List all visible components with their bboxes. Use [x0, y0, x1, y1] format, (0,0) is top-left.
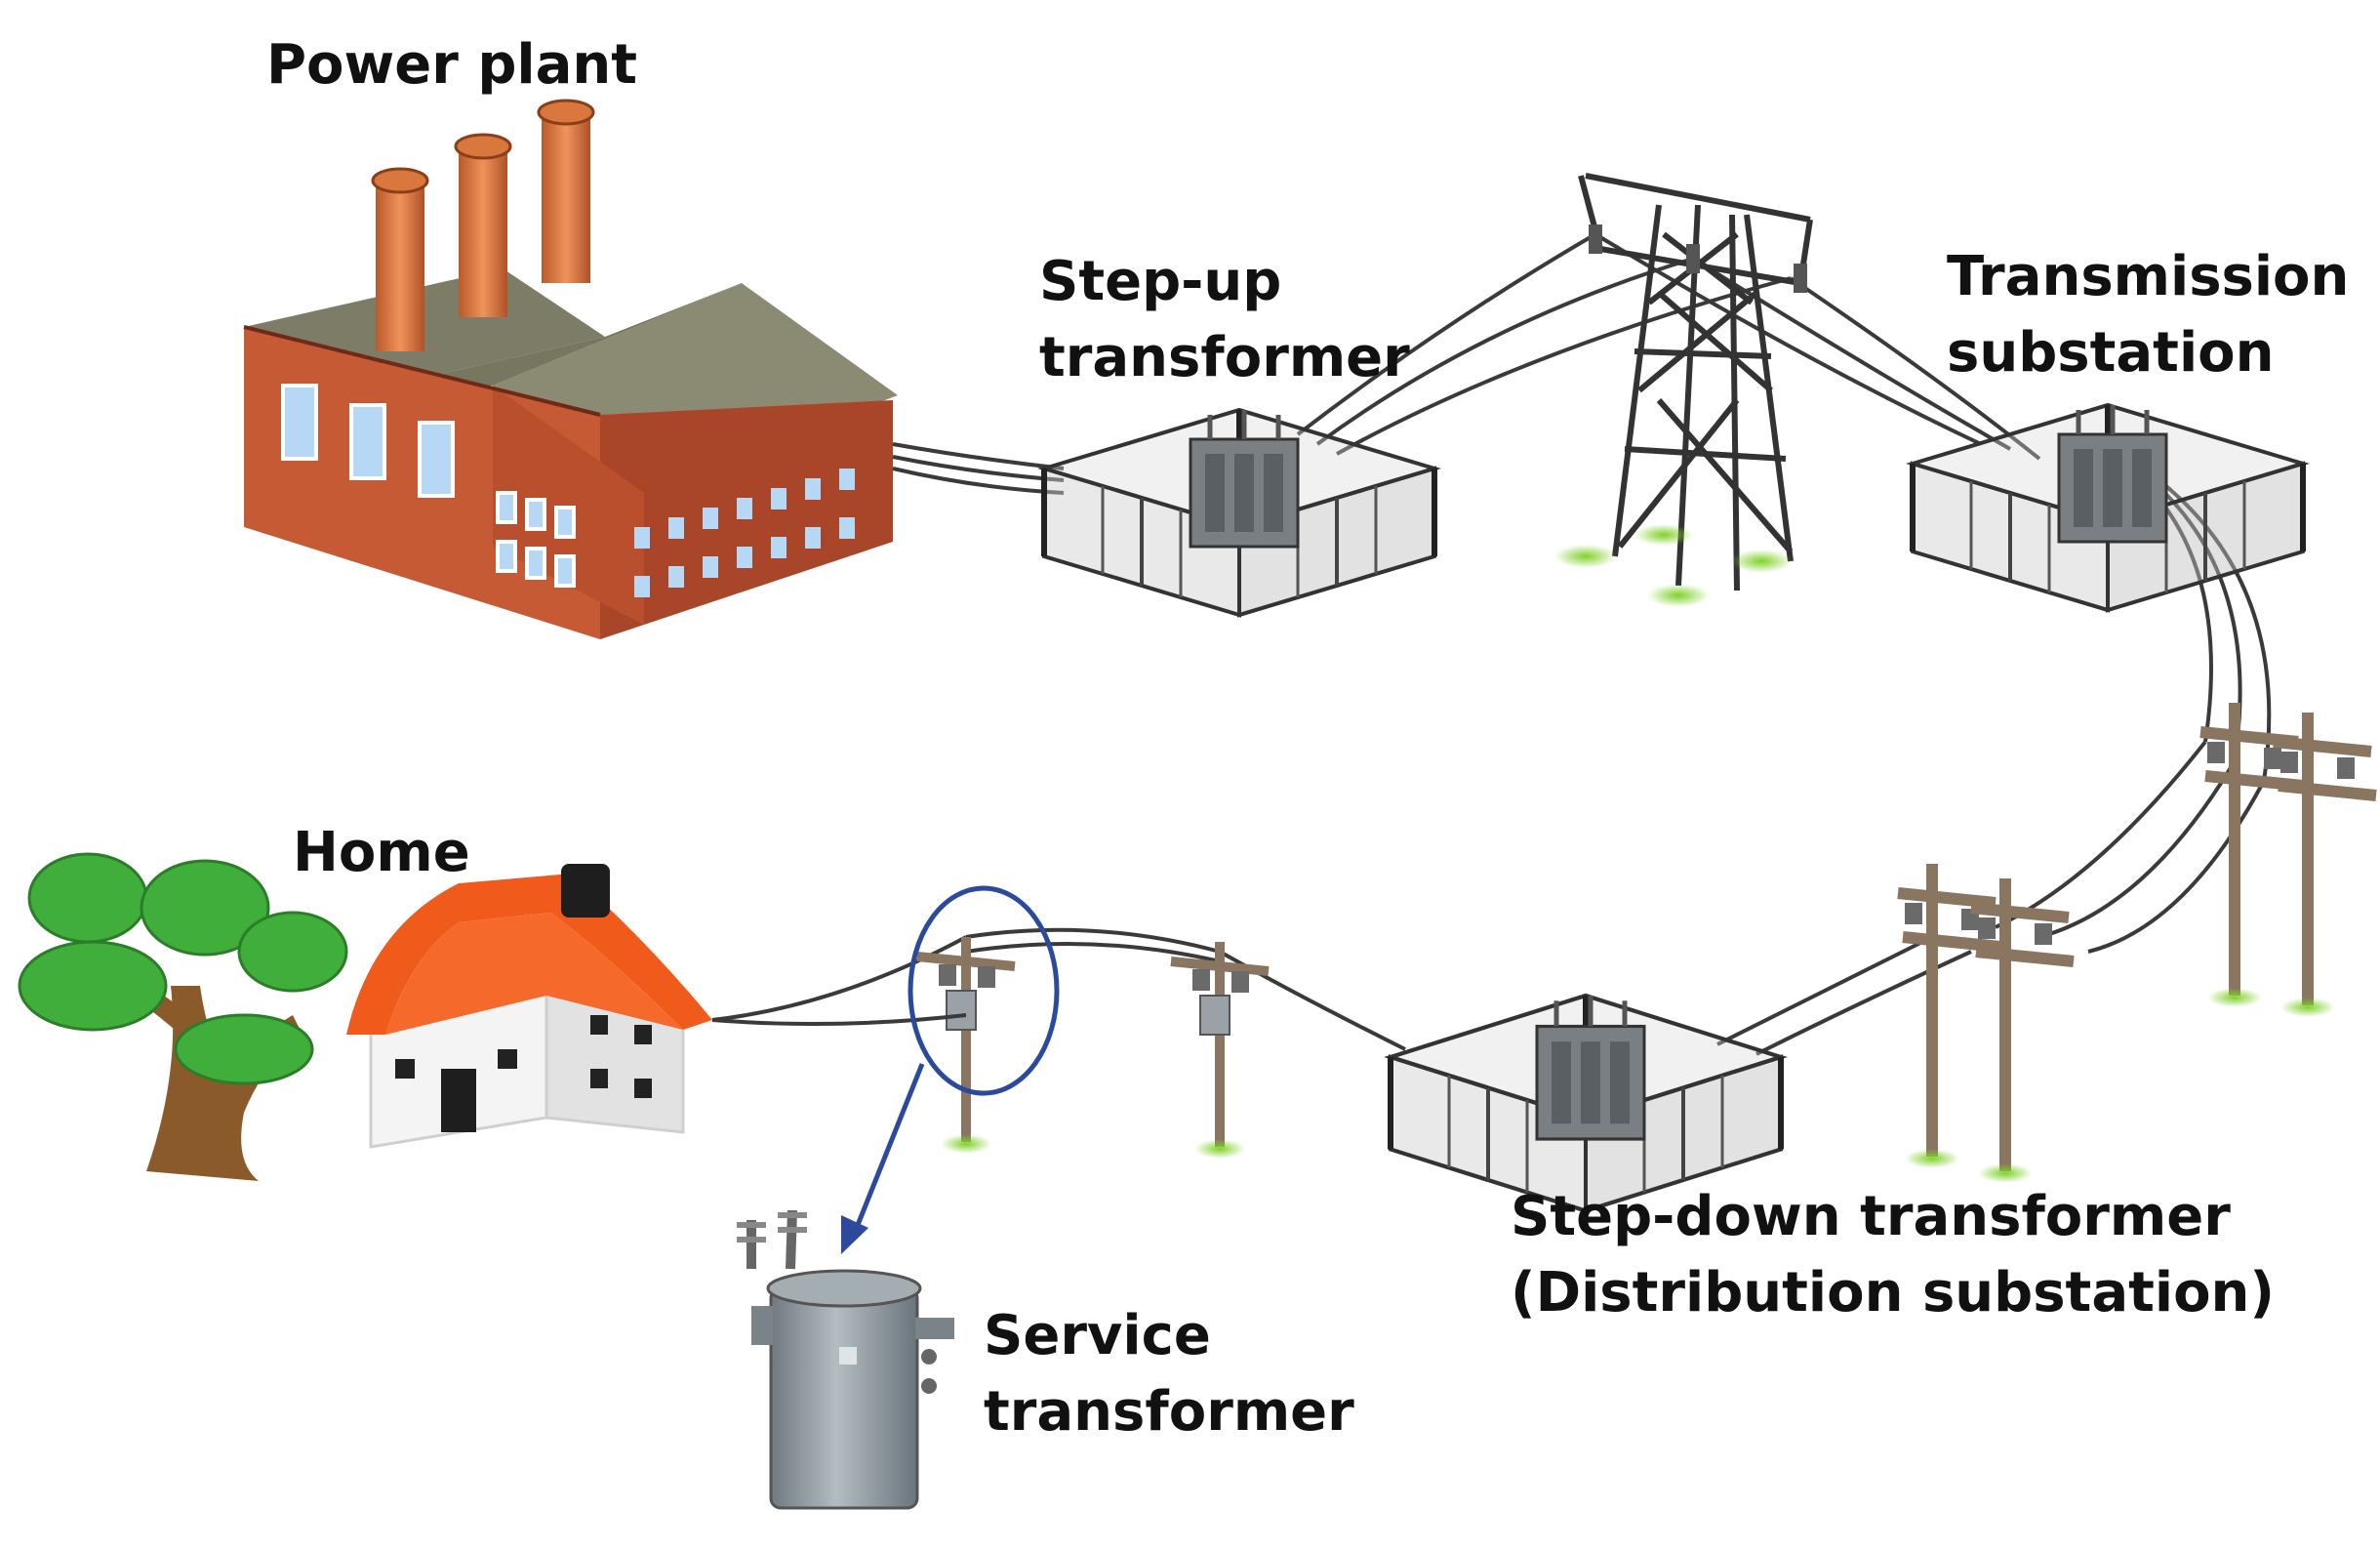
step-up-transformer-label: Step-up transformer	[1039, 250, 1410, 389]
transmission-tower-icon	[1578, 173, 1813, 591]
tree-icon	[18, 852, 348, 1181]
step-down-transformer-label: Step-down transformer (Distribution subs…	[1511, 1185, 2276, 1325]
home-icon	[346, 864, 712, 1149]
power-plant-label: Power plant	[266, 33, 638, 97]
service-wire	[711, 1013, 967, 1026]
arrow-head-icon	[841, 1215, 868, 1254]
service-transformer-callout	[841, 885, 1060, 1254]
transmission-substation-label: Transmission substation	[1947, 245, 2350, 385]
step-up-transformer-icon	[1044, 410, 1434, 615]
service-transformer-icon	[737, 1209, 954, 1510]
distribution-pole-icon	[1171, 942, 1269, 1159]
home-label: Home	[293, 821, 470, 884]
service-transformer-label: Service transformer	[984, 1304, 1354, 1444]
transmission-pole-icon	[2274, 713, 2376, 1017]
power-plant-icon	[243, 99, 898, 639]
transmission-substation-icon	[1913, 405, 2303, 610]
distribution-pole-icon	[917, 937, 1015, 1154]
chimney-icon	[371, 99, 595, 351]
tower-ground-glow	[1554, 524, 1793, 607]
transmission-pole-icon	[1971, 878, 2074, 1183]
